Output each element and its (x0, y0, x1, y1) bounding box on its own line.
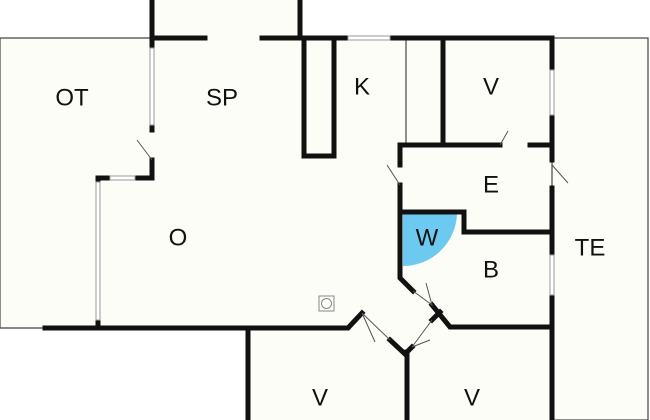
room-label-v-bottom-left: V (312, 384, 328, 411)
room-label-sp: SP (206, 84, 238, 111)
windows (95, 35, 555, 321)
floor-drain-icon (318, 295, 335, 312)
room-label-ot: OT (55, 84, 89, 111)
ot-outline (0, 37, 152, 329)
room-label-b: B (483, 256, 499, 283)
room-label-o: O (169, 224, 188, 251)
room-label-e: E (483, 171, 499, 198)
wardrobe-area (403, 214, 457, 267)
room-label-v-bottom-right: V (464, 384, 480, 411)
room-label-w: W (416, 224, 439, 251)
walls (42, 0, 555, 420)
room-label-k: K (354, 73, 370, 100)
room-label-te: TE (575, 234, 606, 261)
doors (136, 130, 569, 348)
room-label-v-top: V (483, 73, 499, 100)
